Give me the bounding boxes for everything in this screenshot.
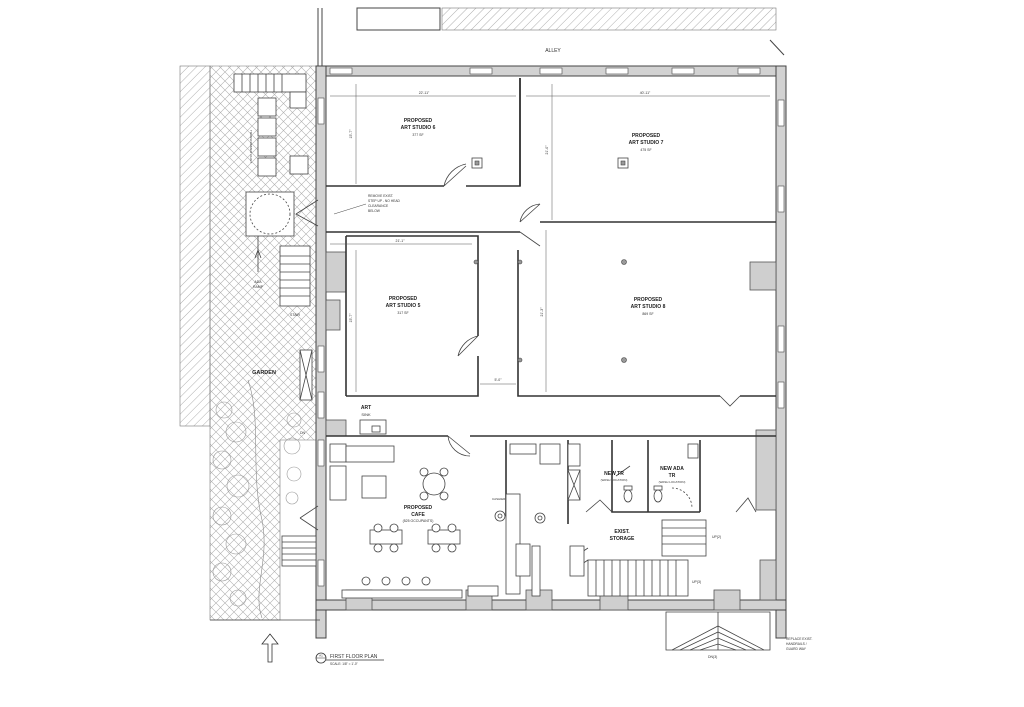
studio5-line2: ART STUDIO 5 xyxy=(386,303,421,309)
title-block-scale: SCALE: 1/8" = 1'-0" xyxy=(330,662,358,666)
room-labels: PROPOSED ART STUDIO 6 377 SF PROPOSED AR… xyxy=(361,118,686,542)
garden-upper-stair: TRANSFORMER VAULT xyxy=(233,73,309,177)
studio8-line2: ART STUDIO 8 xyxy=(631,304,666,310)
dim-studio6-width: 22'-11" xyxy=(419,91,430,95)
garden-plantings xyxy=(212,379,302,619)
storage-line2: STORAGE xyxy=(610,536,635,542)
dimension-lines xyxy=(330,84,770,392)
cafe-note: (525 OCCUPANTS) xyxy=(403,519,434,523)
dn-note: DN xyxy=(300,431,306,435)
alley-label: ALLEY xyxy=(545,48,561,54)
alley-hatch-strip xyxy=(441,7,777,31)
garden-label: GARDEN xyxy=(252,370,276,376)
dim-studio5-depth: 15'-7" xyxy=(349,313,353,323)
neighbor-hatch xyxy=(179,65,211,427)
studio5-area: 317 SF xyxy=(397,311,408,315)
art-sink-line2: SINK xyxy=(361,412,371,417)
remove-exist-note-4: BELOW xyxy=(368,209,381,213)
studio8-area: 869 SF xyxy=(642,312,653,316)
toilet-fixtures xyxy=(623,443,699,509)
replace-exist-note-1: REPLACE EXIST. xyxy=(786,637,812,641)
remove-exist-note-1: REMOVE EXIST. xyxy=(368,194,393,198)
cafe-line2: CAFE xyxy=(411,512,425,518)
remove-exist-note-3: CLEARANCE xyxy=(368,204,389,208)
door-swings xyxy=(295,163,757,531)
title-block-number: A1 xyxy=(319,654,323,658)
up-note-2: UP(3) xyxy=(692,580,701,584)
columns xyxy=(471,157,629,363)
ada-ramp: ADA RAMP xyxy=(245,191,295,289)
service-counters xyxy=(494,443,585,597)
up-note-3: DN(3) xyxy=(708,655,717,659)
studio5-line1: PROPOSED xyxy=(389,296,418,302)
ada-ramp-label-1: ADA xyxy=(254,280,262,284)
interior-partitions xyxy=(326,78,776,524)
new-tr-note: (WASH LOCATION) xyxy=(601,478,628,482)
dim-studio5-width: 21'-1" xyxy=(396,239,406,243)
replace-exist-note-2: HANDRAILS / xyxy=(786,642,807,646)
dim-studio6-depth: 15'-7" xyxy=(349,129,353,139)
cashier-note: CASHIER xyxy=(492,497,506,501)
new-ada-tr-line2: TR xyxy=(669,473,676,479)
stair-note: STAIR xyxy=(290,313,301,317)
dim-studio8-depth: 21'-3" xyxy=(540,307,544,317)
replace-exist-note-3: GUARD WAY xyxy=(786,647,807,651)
dim-studio7-depth: 21'-0" xyxy=(545,145,549,155)
new-tr-line1: NEW TR xyxy=(604,471,624,477)
art-sink-line1: ART xyxy=(361,405,371,411)
studio8-line1: PROPOSED xyxy=(634,297,663,303)
up-note-1: UP(2) xyxy=(712,535,721,539)
transformer-note: TRANSFORMER VAULT xyxy=(249,130,253,163)
remove-exist-note-2: STEP UP - NO HEAD xyxy=(368,199,401,203)
studio7-line1: PROPOSED xyxy=(632,133,661,139)
storage-line1: EXIST. xyxy=(614,529,630,535)
dimension-labels: 22'-11" 40'-11" 15'-7" 21'-0" 21'-1" 15'… xyxy=(349,91,651,382)
stairs xyxy=(279,245,771,651)
alley-area: ALLEY xyxy=(317,7,785,66)
studio6-area: 377 SF xyxy=(412,133,423,137)
title-block-title: FIRST FLOOR PLAN xyxy=(330,654,378,660)
ada-ramp-label-2: RAMP xyxy=(253,285,264,289)
studio7-area: 475 SF xyxy=(640,148,651,152)
cafe-furniture xyxy=(329,419,499,599)
studio6-line2: ART STUDIO 6 xyxy=(401,125,436,131)
studio7-line2: ART STUDIO 7 xyxy=(629,140,664,146)
cafe-line1: PROPOSED xyxy=(404,505,433,511)
title-block: A1 FIRST FLOOR PLAN SCALE: 1/8" = 1'-0" xyxy=(315,652,384,666)
building-walls xyxy=(315,65,787,639)
dim-corridor: 5'-0" xyxy=(495,378,503,382)
new-ada-tr-note: (WASH LOCATION) xyxy=(659,480,686,484)
entry-arrow xyxy=(210,619,320,663)
studio6-line1: PROPOSED xyxy=(404,118,433,124)
dim-studio7-width: 40'-11" xyxy=(640,91,651,95)
new-ada-tr-line1: NEW ADA xyxy=(660,466,684,472)
